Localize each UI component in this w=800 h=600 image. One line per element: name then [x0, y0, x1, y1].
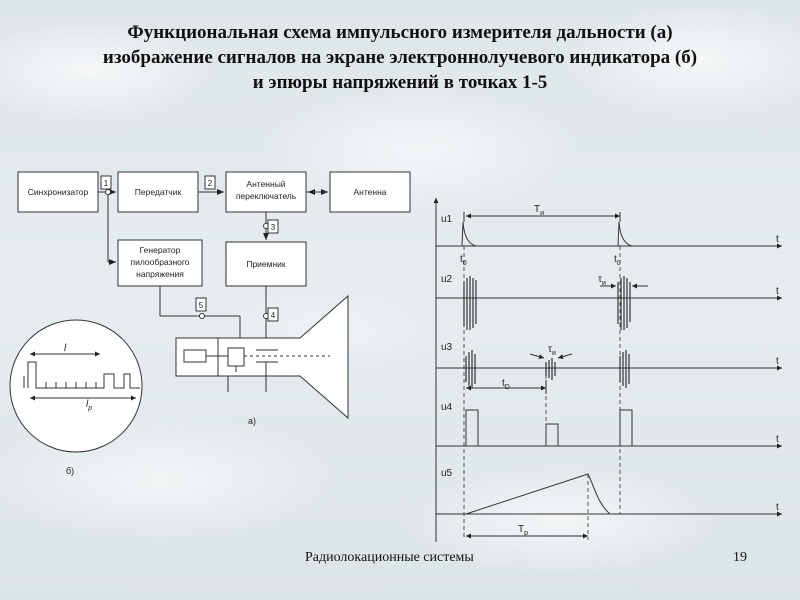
caption-b: б)	[66, 466, 74, 476]
label-receiver: Приемник	[246, 259, 286, 269]
title-line-2: изображение сигналов на экране электронн…	[102, 47, 698, 68]
label-generator-3: напряжения	[136, 269, 184, 279]
screen-label-l: l	[64, 343, 67, 354]
t-axis-4: t	[776, 434, 779, 445]
point-4: 4	[271, 311, 276, 320]
block-saw-generator	[117, 239, 203, 287]
label-Tp: Tp	[518, 524, 528, 537]
label-antenna: Антенна	[353, 187, 386, 197]
point-2: 2	[208, 179, 213, 188]
label-transmitter: Передатчик	[135, 187, 182, 197]
crt-tube	[175, 294, 349, 420]
label-tau-u2: τи	[598, 274, 606, 287]
t-axis-1: t	[776, 234, 779, 245]
caption-a: а)	[248, 416, 256, 426]
label-generator-1: Генератор	[140, 245, 181, 255]
timing-labels: u1 u2 u3 u4 u5 t t t t t Tи t0 t0 τи τи …	[441, 204, 779, 537]
footer-course-title: Радиолокационные системы	[305, 550, 474, 565]
block-synchronizer	[17, 171, 99, 213]
title-line-3: и эпюры напряжений в точках 1-5	[252, 72, 548, 93]
label-antenna-switch-2: переключатель	[236, 191, 297, 201]
label-tD: tD	[502, 378, 510, 391]
label-synchronizer: Синхронизатор	[28, 187, 89, 197]
u4-label: u4	[441, 402, 453, 413]
timing-diagrams	[433, 198, 782, 542]
u3-label: u3	[441, 342, 453, 353]
u3-pulses	[465, 350, 630, 388]
label-t0-second: t0	[614, 254, 621, 267]
crt-screen	[9, 319, 143, 453]
label-generator-2: пилообразного	[130, 257, 189, 267]
page-number: 19	[733, 550, 747, 565]
label-Ti: Tи	[534, 204, 544, 217]
block-diagram	[17, 171, 411, 420]
slide-title: Функциональная схема импульсного измерит…	[20, 20, 780, 95]
point-1: 1	[104, 179, 109, 188]
block-antenna	[329, 171, 411, 213]
screen-label-lp: lp	[86, 399, 92, 412]
u5-label: u5	[441, 468, 453, 479]
t-axis-5: t	[776, 502, 779, 513]
u2-label: u2	[441, 274, 453, 285]
block-transmitter	[117, 171, 199, 213]
block-labels: Синхронизатор Передатчик Антенный перекл…	[28, 179, 387, 279]
block-receiver	[225, 241, 307, 287]
label-tau-u3: τи	[548, 344, 556, 357]
point-numbers: 1 2 3 4 5	[104, 179, 276, 320]
point-5: 5	[199, 301, 204, 310]
label-t0-first: t0	[460, 254, 467, 267]
point-3: 3	[271, 223, 276, 232]
screen-ticks	[45, 382, 97, 388]
label-antenna-switch-1: Антенный	[246, 179, 285, 189]
u1-label: u1	[441, 214, 453, 225]
t-axis-3: t	[776, 356, 779, 367]
t-axis-2: t	[776, 286, 779, 297]
title-line-1: Функциональная схема импульсного измерит…	[127, 22, 673, 43]
